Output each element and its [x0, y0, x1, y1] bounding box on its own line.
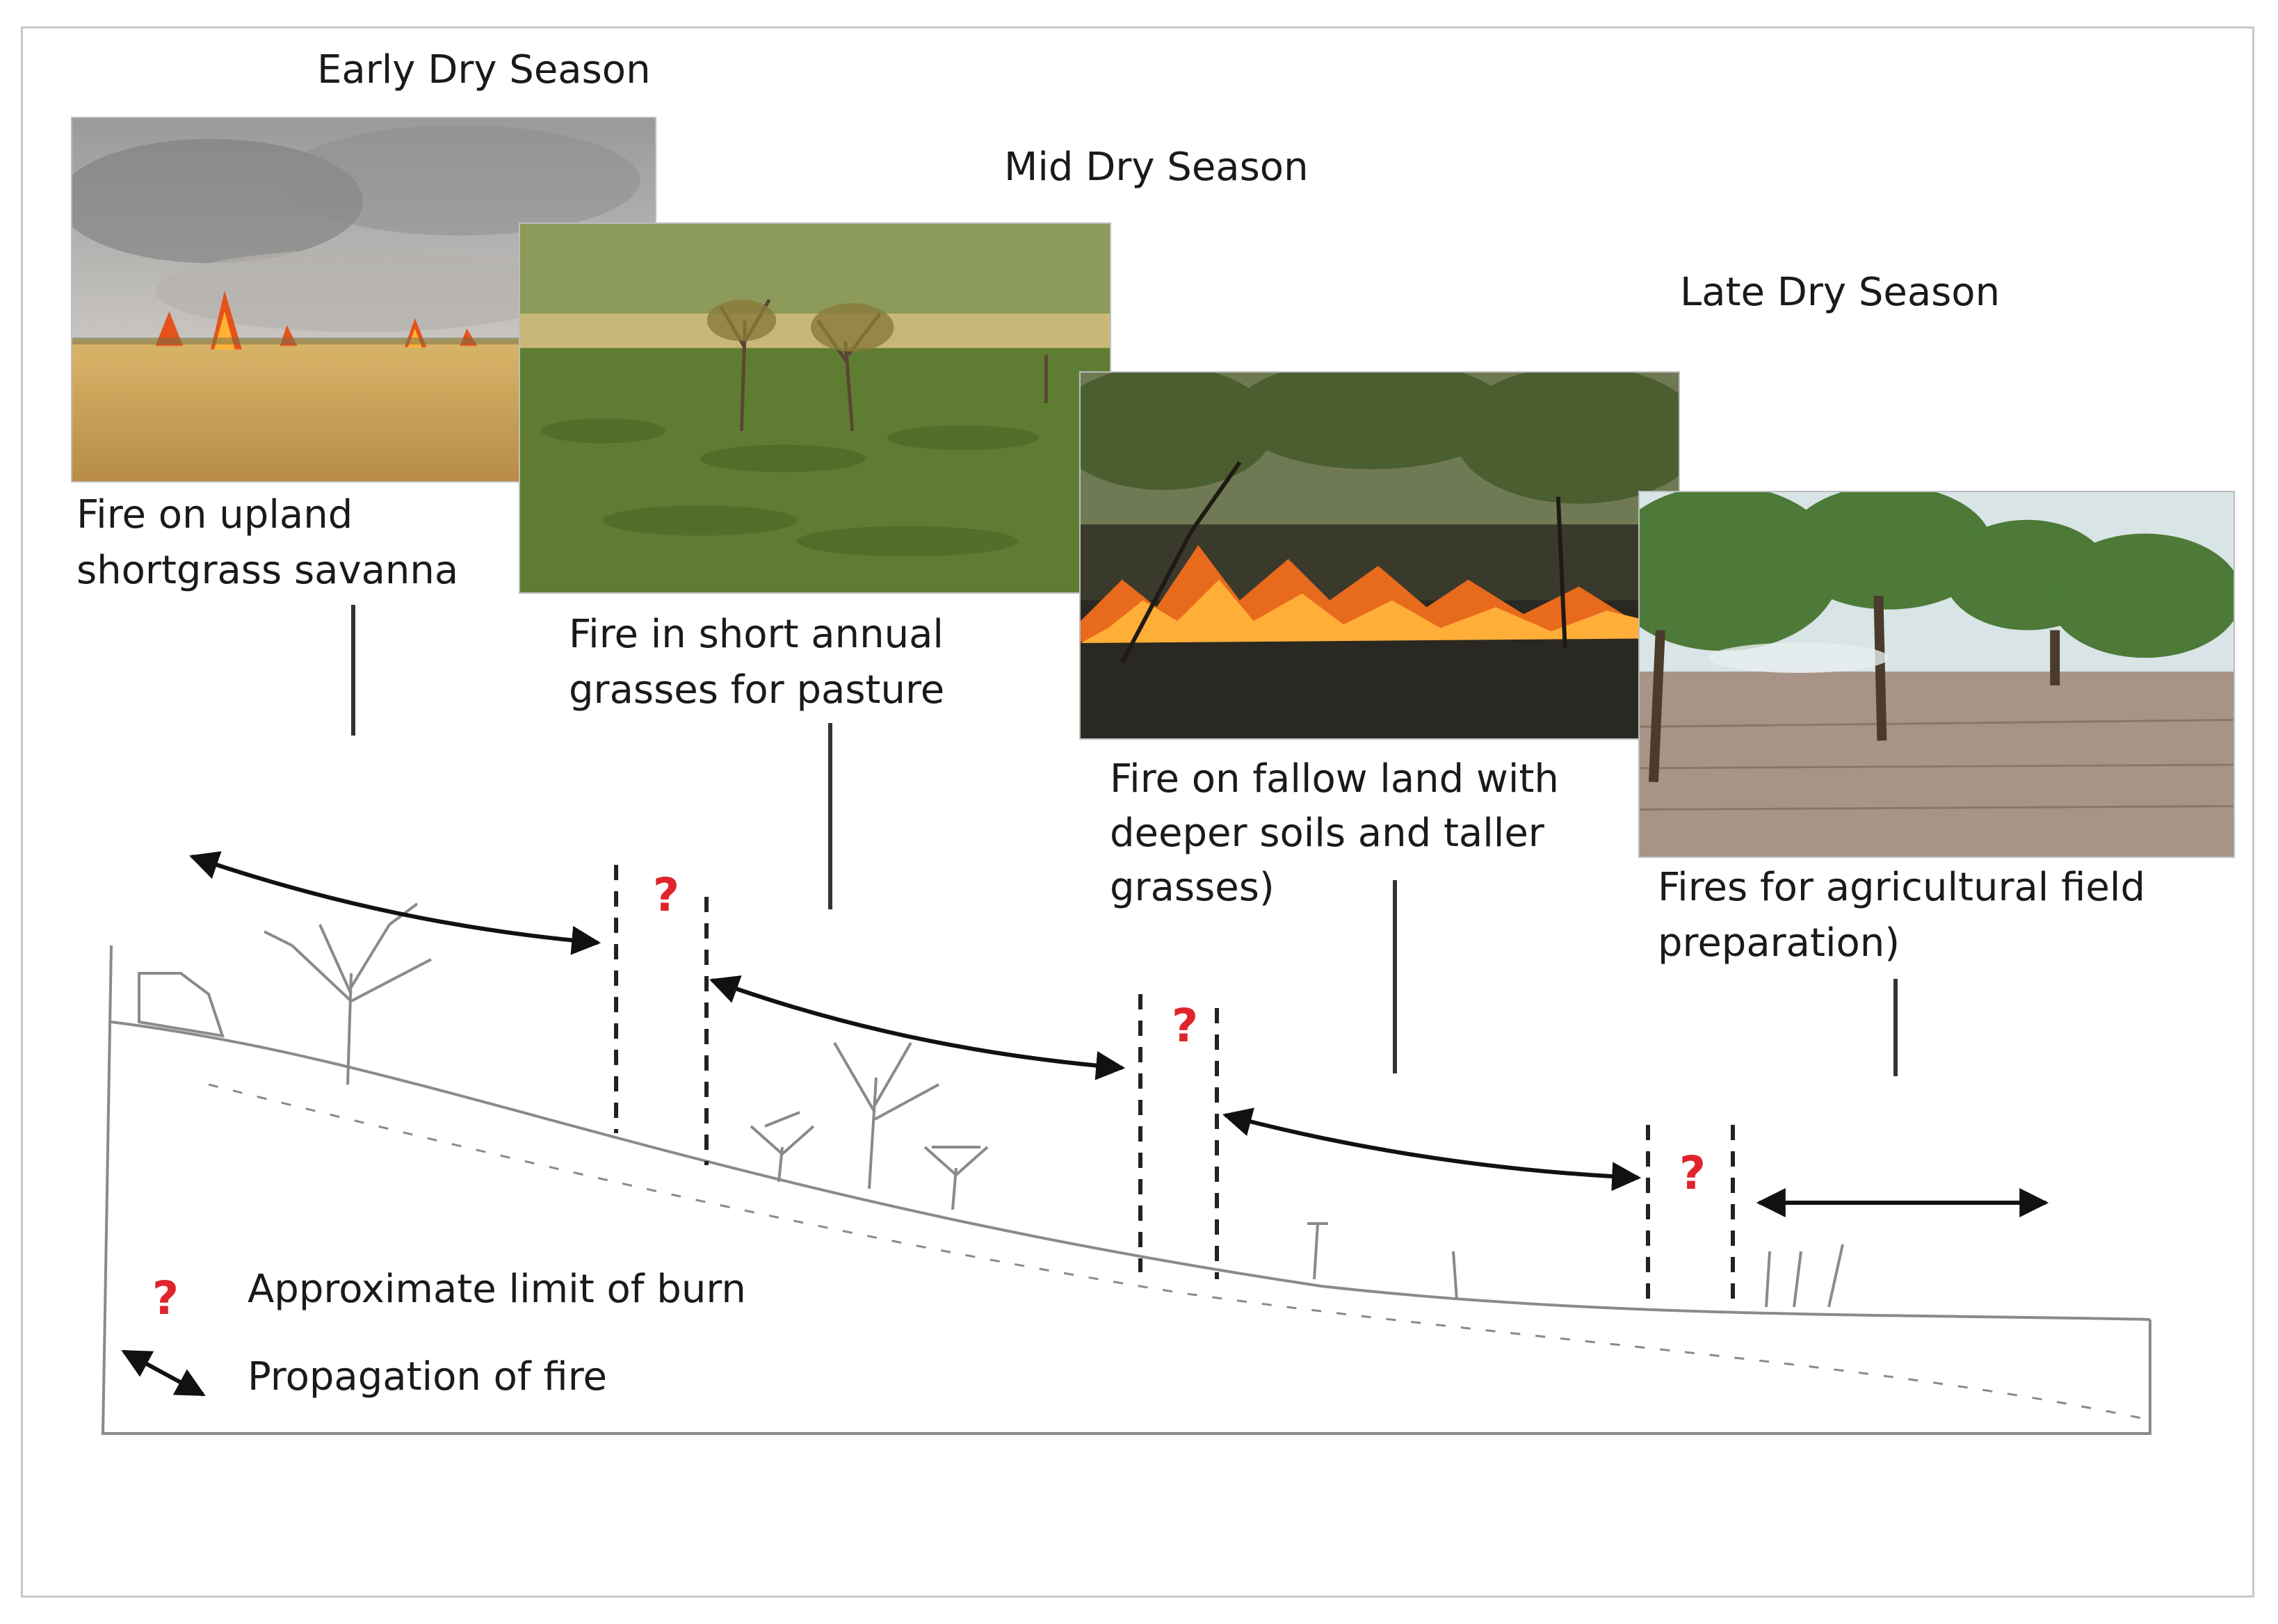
photo-fallow-land-fire — [1079, 371, 1680, 740]
caption-annual-line-1: Fire in short annual — [569, 612, 944, 657]
photo-annual-grass-pasture — [519, 222, 1111, 594]
burn-limit-marker-2: ? — [1172, 999, 1198, 1053]
burn-limit-marker-1: ? — [653, 868, 679, 922]
legend-propagation-symbol — [121, 1349, 206, 1397]
propagation-arrow-late — [1222, 1107, 1642, 1192]
legend-limit-label: Approximate limit of burn — [248, 1267, 746, 1312]
caption-fallow-line-1: Fire on fallow land with — [1110, 756, 1559, 802]
burn-limit-lines — [614, 865, 1735, 1307]
season-late-title: Late Dry Season — [1680, 270, 2001, 315]
burn-limit-marker-3: ? — [1679, 1146, 1706, 1200]
caption-fallow-line-2: deeper soils and taller — [1110, 811, 1544, 856]
ground-sketch — [101, 945, 2151, 1435]
propagation-arrow-early — [189, 851, 601, 955]
propagation-arrow-mid — [709, 975, 1126, 1080]
caption-agri-line-1: Fires for agricultural field — [1658, 865, 2145, 910]
burn-limit-markers: ? ? ? ? — [152, 868, 1706, 1325]
caption-upland-line-2: shortgrass savanna — [76, 548, 459, 593]
caption-upland-line-1: Fire on upland — [76, 492, 353, 537]
figure-frame — [21, 26, 2254, 1598]
legend-limit-symbol: ? — [152, 1272, 179, 1325]
caption-connectors — [351, 605, 1898, 1076]
legend-propagation-label: Propagation of fire — [248, 1354, 607, 1399]
season-early-title: Early Dry Season — [317, 47, 651, 92]
photo-agricultural-field — [1638, 491, 2235, 858]
caption-fallow-line-3: grasses) — [1110, 865, 1275, 910]
caption-annual-line-2: grasses for pasture — [569, 667, 945, 713]
propagation-arrows — [121, 851, 2049, 1397]
caption-agri-line-2: preparation) — [1658, 920, 1900, 966]
season-mid-title: Mid Dry Season — [1004, 145, 1309, 190]
